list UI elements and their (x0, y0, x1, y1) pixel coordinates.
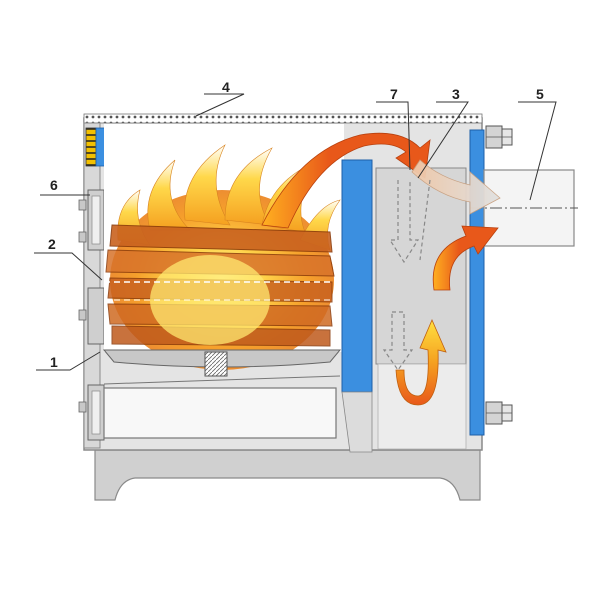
callout-2: 2 (48, 236, 56, 252)
callout-6: 6 (50, 177, 58, 193)
ash-door-inner (91, 390, 101, 435)
hot-gas-arrow (261, 132, 431, 229)
rising-gas-arrow (432, 225, 499, 291)
fuel-door-hinge-bottom (78, 231, 87, 243)
grate-support (204, 351, 228, 377)
middle-door (87, 287, 105, 345)
callout-1: 1 (50, 354, 58, 370)
heat-exchanger-flue (377, 363, 467, 450)
downflow-arrows (382, 179, 431, 372)
return-gas-arrow (395, 318, 447, 406)
middle-door-hinge (78, 309, 87, 321)
ash-pan-rail (103, 375, 341, 385)
callout-5: 5 (536, 86, 544, 102)
central-jacket-shadow (341, 391, 373, 453)
ash-door-hinge (78, 401, 87, 413)
callout-4: 4 (222, 79, 230, 95)
upper-pipe-fitting (485, 125, 513, 149)
fuel-door-inner (91, 195, 101, 245)
door-seal (85, 127, 97, 167)
boiler-base (94, 449, 481, 501)
top-insulation (83, 113, 483, 124)
flue-gas-arrow (411, 159, 501, 215)
fuel-door-hinge-top (78, 199, 87, 211)
leader-lines (34, 93, 557, 371)
callout-3: 3 (452, 86, 460, 102)
callout-7: 7 (390, 86, 398, 102)
lower-pipe-fitting (485, 401, 513, 425)
ash-pan (103, 387, 337, 439)
central-water-jacket (341, 159, 373, 393)
